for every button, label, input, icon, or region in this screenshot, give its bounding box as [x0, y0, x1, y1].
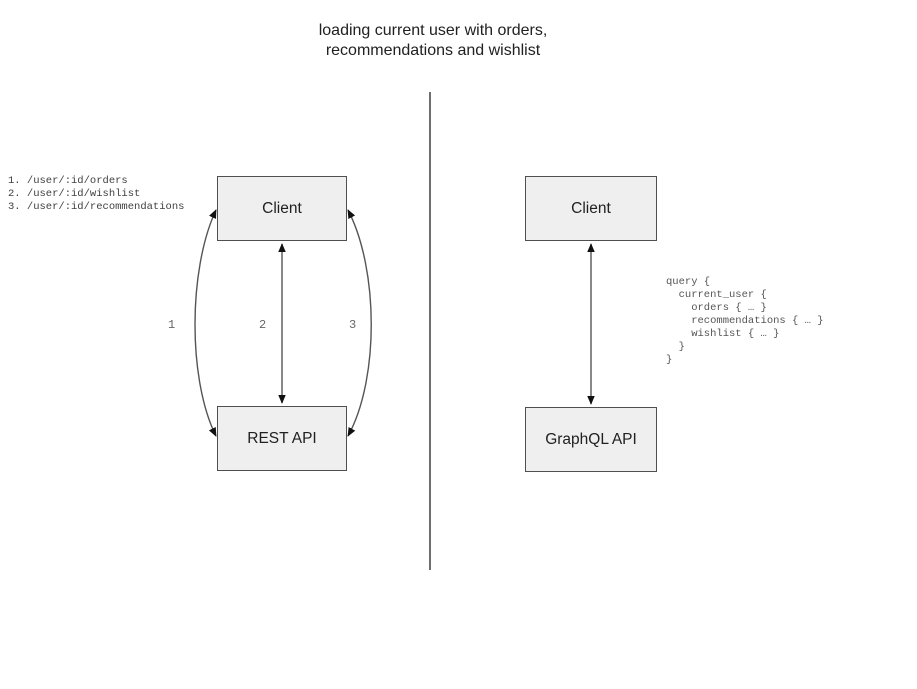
- query-line-7: }: [666, 354, 673, 366]
- rest-arrow-3-curve: [347, 209, 372, 437]
- query-line-6: }: [666, 341, 685, 353]
- arrow-label-3: 3: [349, 318, 357, 332]
- query-line-3: orders { … }: [666, 302, 767, 314]
- rest-client-label: Client: [262, 199, 302, 217]
- query-line-4: recommendations { … }: [666, 315, 824, 327]
- graphql-api-label: GraphQL API: [545, 430, 637, 448]
- query-line-5: wishlist { … }: [666, 328, 780, 340]
- title-line-1: loading current user with orders,: [318, 22, 548, 39]
- title-line-2: recommendations and wishlist: [325, 42, 541, 59]
- rest-api-label: REST API: [247, 429, 317, 447]
- rest-endpoint-3: 3. /user/:id/recommendations: [8, 201, 185, 213]
- rest-client-box: Client: [217, 176, 347, 241]
- query-line-2: current_user {: [666, 289, 767, 301]
- graphql-query-code: query { current_user { orders { … } reco…: [666, 276, 824, 367]
- arrow-label-2: 2: [259, 318, 267, 332]
- graphql-client-box: Client: [525, 176, 657, 241]
- rest-endpoints-list: 1. /user/:id/orders 2. /user/:id/wishlis…: [8, 175, 184, 214]
- graphql-api-box: GraphQL API: [525, 407, 657, 472]
- rest-endpoint-2: 2. /user/:id/wishlist: [8, 188, 141, 200]
- rest-arrow-1-curve: [194, 209, 217, 437]
- rest-api-box: REST API: [217, 406, 347, 471]
- query-line-1: query {: [666, 276, 711, 288]
- arrow-label-1: 1: [168, 318, 176, 332]
- graphql-client-label: Client: [571, 199, 611, 217]
- rest-endpoint-1: 1. /user/:id/orders: [8, 175, 128, 187]
- diagram-title: loading current user with orders, recomm…: [233, 21, 633, 61]
